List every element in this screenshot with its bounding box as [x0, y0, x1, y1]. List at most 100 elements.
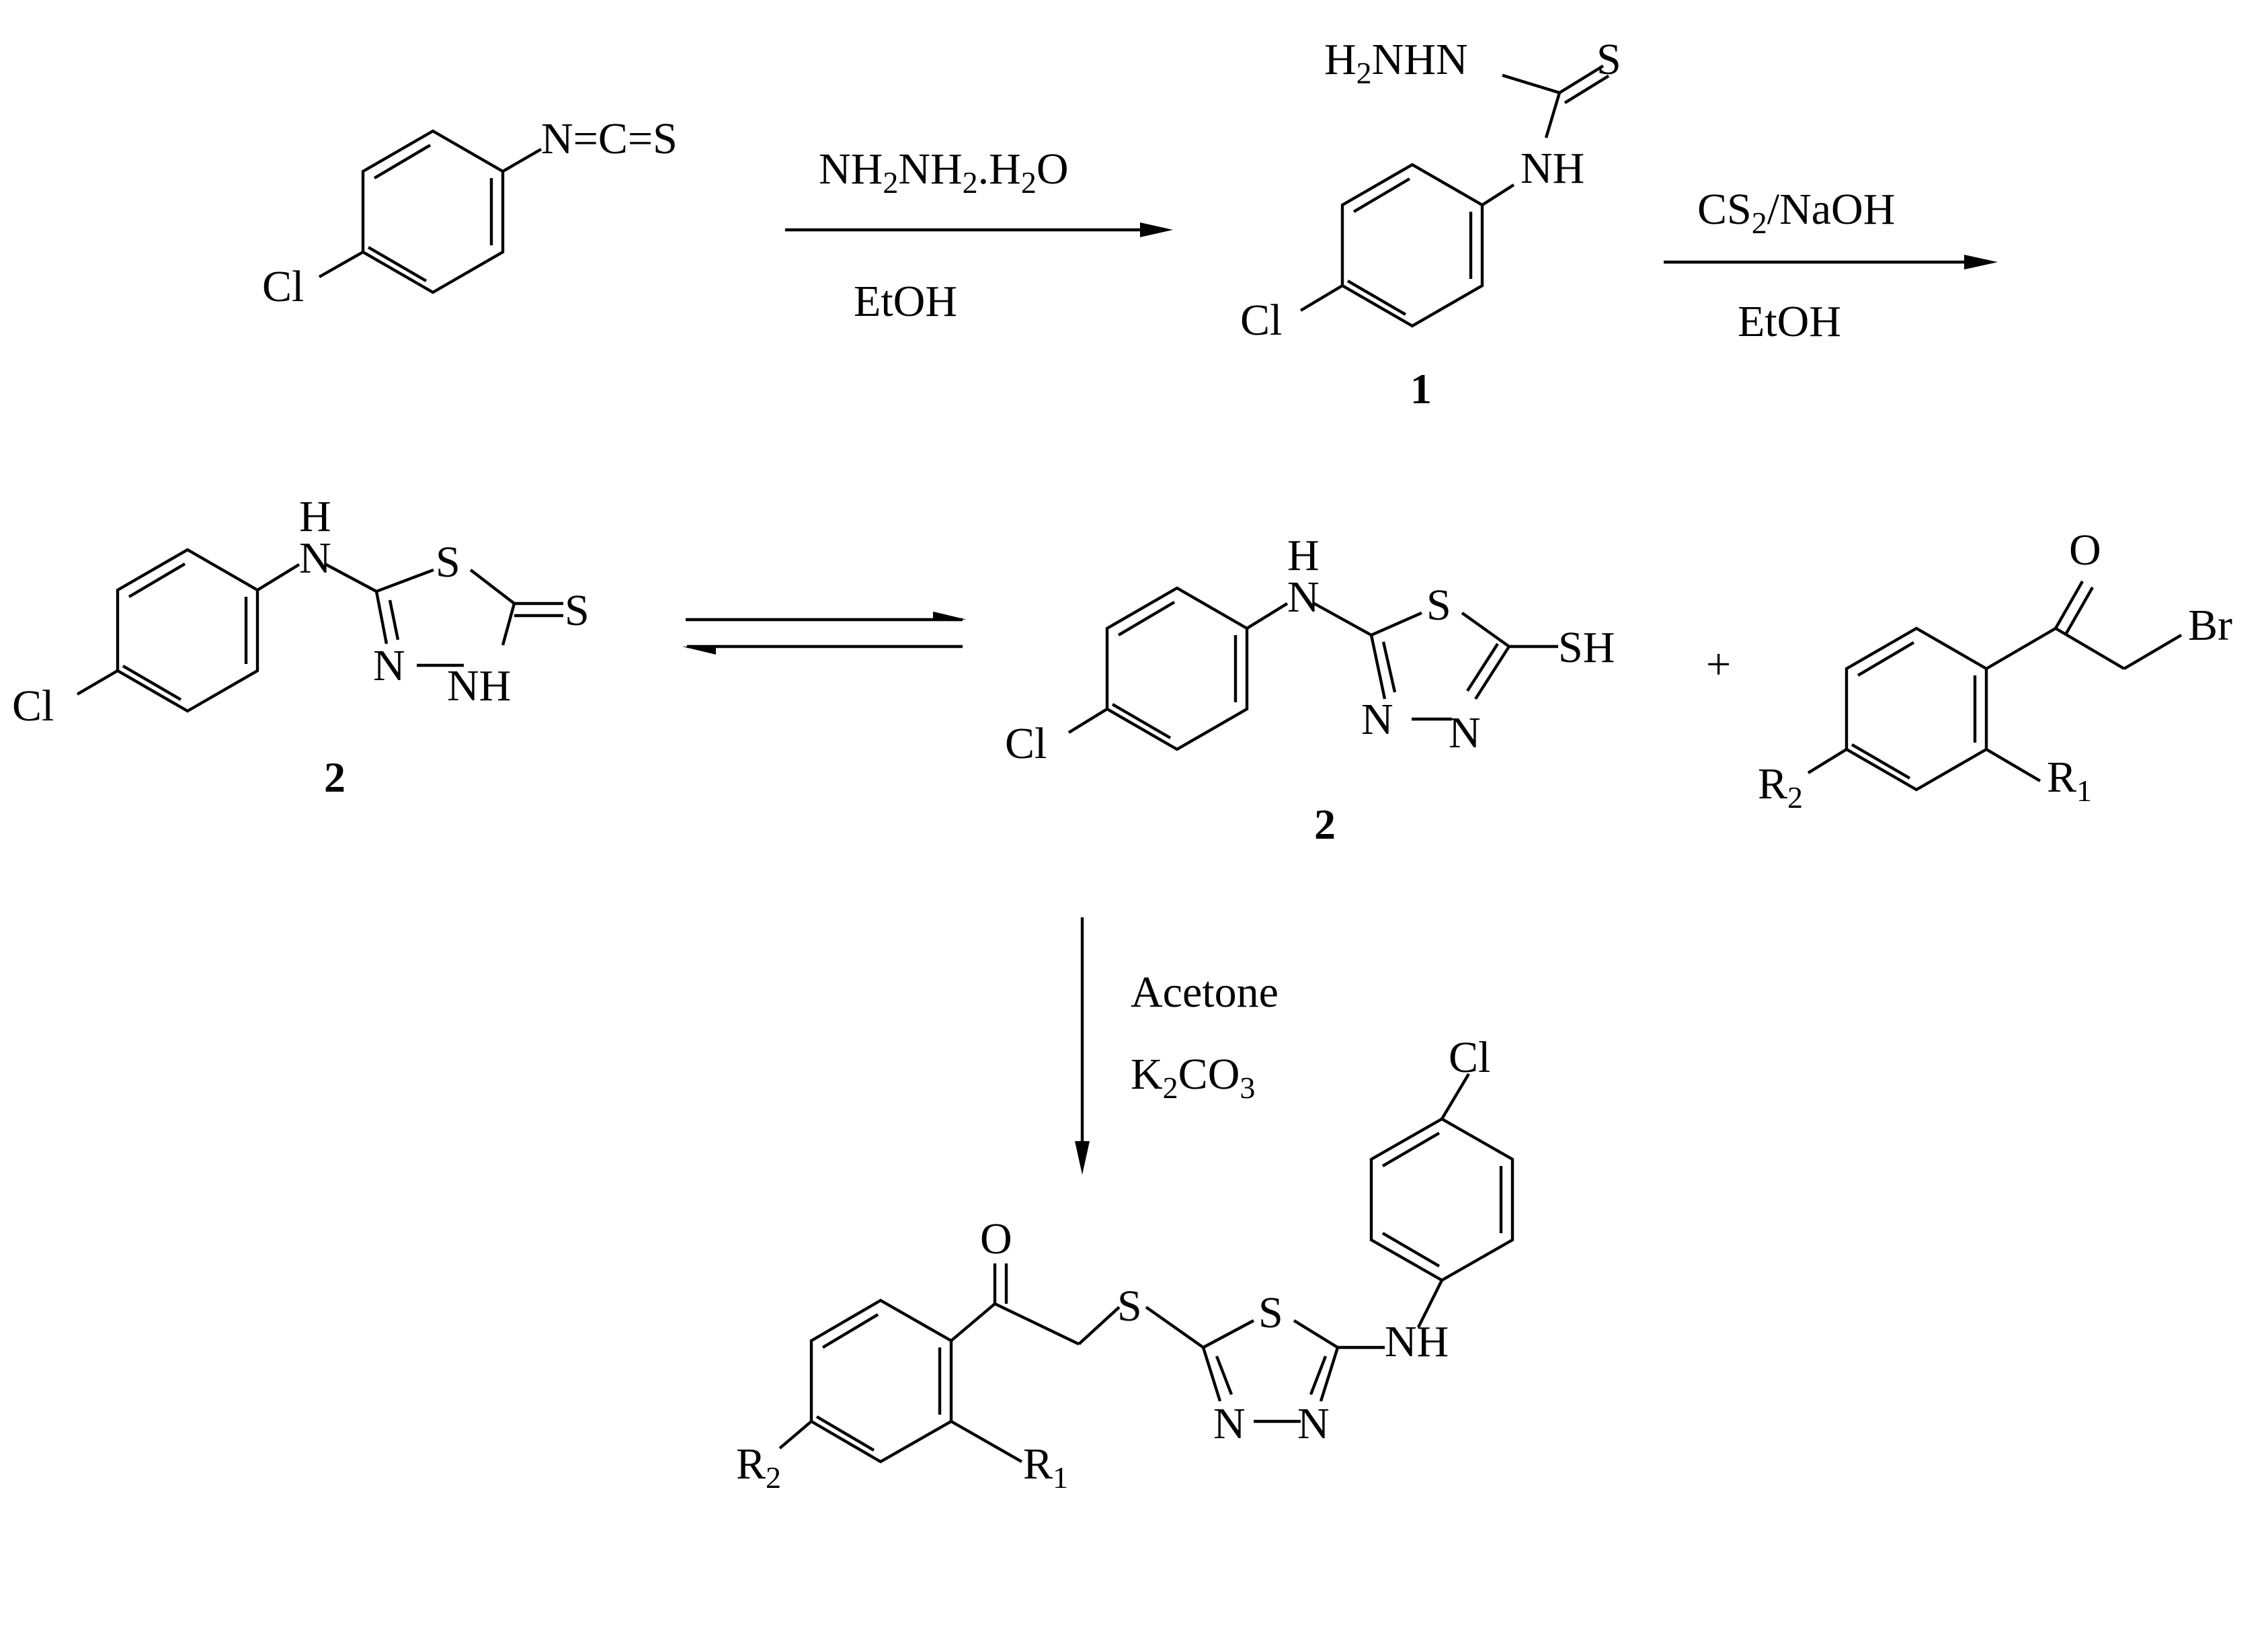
ring-s-label: S [436, 538, 460, 587]
ring-bond [1319, 1347, 1340, 1402]
plus-sign: + [1706, 640, 1731, 689]
solvent-etoh-2: EtOH [1738, 297, 1841, 346]
ring-carbonyl-bond [1985, 627, 2057, 670]
base-k2co3: K2CO3 [1131, 1050, 1255, 1105]
equilibrium-arrows [682, 612, 967, 655]
r1-bond [1985, 748, 2041, 782]
n-c-bond [1313, 602, 1373, 636]
cl-label: Cl [1240, 296, 1282, 345]
reagent-cs2-naoh: CS2/NaOH [1697, 185, 1895, 240]
chlorophenyl-ring [1369, 1117, 1514, 1282]
benzene-ring [1105, 586, 1249, 751]
ring-n-label: N [1361, 695, 1393, 744]
solvent-acetone: Acetone [1131, 968, 1279, 1017]
ring-inner-bond [1857, 641, 1915, 677]
ring-bond [376, 568, 434, 593]
co-double-bond [2054, 580, 2084, 630]
nh-label: NH [1521, 144, 1584, 193]
n-label: N [299, 534, 331, 583]
br-label: Br [2188, 601, 2232, 650]
cl-bond [76, 669, 119, 696]
r1-label: R1 [1023, 1440, 1068, 1495]
ring-bond [1201, 1347, 1222, 1402]
benzene-ring [1845, 626, 1988, 792]
ring-inner-bond [128, 562, 186, 598]
h-label: H [299, 492, 331, 541]
ring-bond [1371, 611, 1422, 637]
final-product: Cl O S S NH N N R1 R2 [736, 1033, 1514, 1495]
compound-2-thione: Cl H N S S N NH 2 [12, 492, 590, 801]
compound-1: Cl H2NHN S NH 1 [1240, 35, 1621, 413]
ring-double-bond [1466, 642, 1499, 692]
cs-double-bond [1558, 65, 1605, 94]
hydrazino-label: H2NHN [1324, 35, 1468, 90]
ring-bond [1461, 612, 1510, 648]
reaction-arrow-2: CS2/NaOH EtOH [1664, 185, 1998, 346]
ring-bond [1293, 1319, 1339, 1349]
thione-s-label: S [565, 586, 590, 635]
n-label: N [1287, 573, 1320, 622]
cl-label: Cl [1005, 719, 1047, 768]
benzene-ring [809, 1298, 953, 1464]
solvent-etoh-1: EtOH [854, 277, 957, 326]
thioether-s-label: S [1117, 1282, 1142, 1331]
cl-bond [1441, 1073, 1470, 1120]
ring-n-label: N [373, 641, 405, 690]
ring-s-label: S [1258, 1288, 1283, 1337]
ring-nh-label: NH [447, 661, 511, 710]
ring-n-label: N [1297, 1399, 1330, 1448]
ring-bond [374, 591, 389, 644]
n-c-bond [325, 563, 378, 593]
co-double-bond [2064, 586, 2094, 636]
s-label: S [1596, 35, 1621, 84]
ring-inner-bond [1381, 1132, 1441, 1167]
r2-bond [778, 1420, 813, 1450]
ring-bond [469, 569, 516, 605]
s-c-bond [1145, 1306, 1205, 1349]
c-nhnh2-bond [1502, 73, 1560, 95]
nh-bond [256, 563, 300, 591]
ring-inner-bond [821, 1313, 879, 1349]
nh-bond [1246, 602, 1289, 630]
compound-number-1: 1 [1410, 365, 1432, 413]
ring-inner-bond [1111, 703, 1172, 739]
reagent-hydrazine: NH2NH2.H2O [819, 144, 1069, 200]
ch2-s-bond [1078, 1306, 1121, 1345]
ring-double-bond [1215, 1356, 1233, 1395]
phenacyl-bromide: O Br R2 R1 [1758, 526, 2232, 815]
o-label: O [980, 1214, 1012, 1263]
cl-bond [318, 251, 364, 278]
ring-n-label: N [1449, 708, 1481, 757]
c-ch2-bond [994, 1302, 1080, 1345]
r1-bond [950, 1420, 1023, 1463]
ring-carbonyl-bond [950, 1302, 996, 1342]
nh-aryl-bond [1417, 1280, 1443, 1328]
starting-isothiocyanate: Cl N=C=S [262, 114, 678, 311]
r1-label: R1 [2047, 753, 2092, 808]
r2-bond [1807, 748, 1848, 774]
cl-label: Cl [12, 681, 54, 731]
ring-double-bond [1309, 1356, 1328, 1395]
r2-label: R2 [1758, 759, 1803, 815]
ring-inner-bond [1381, 1232, 1441, 1267]
ncs-label: N=C=S [541, 114, 678, 163]
ring-inner-bond [122, 665, 182, 701]
nh-label: NH [1385, 1317, 1449, 1366]
reaction-arrow-1: NH2NH2.H2O EtOH [785, 144, 1173, 326]
ring-inner-bond [1851, 743, 1911, 780]
cl-label: Cl [1449, 1033, 1490, 1082]
ch2-br-bond [2123, 634, 2183, 670]
ring-double-bond [388, 599, 400, 640]
ring-inner-bond [815, 1415, 875, 1452]
h-label: H [1287, 531, 1320, 580]
benzene-ring [116, 548, 259, 713]
cl-label: Cl [262, 262, 304, 311]
cl-bond [1067, 708, 1108, 734]
r2-label: R2 [736, 1440, 781, 1495]
cl-bond [1299, 284, 1344, 312]
cs-double-bond [1564, 75, 1610, 104]
ring-inner-bond [1352, 177, 1411, 213]
nh-bond [1481, 183, 1515, 206]
benzene-ring [1340, 163, 1484, 328]
